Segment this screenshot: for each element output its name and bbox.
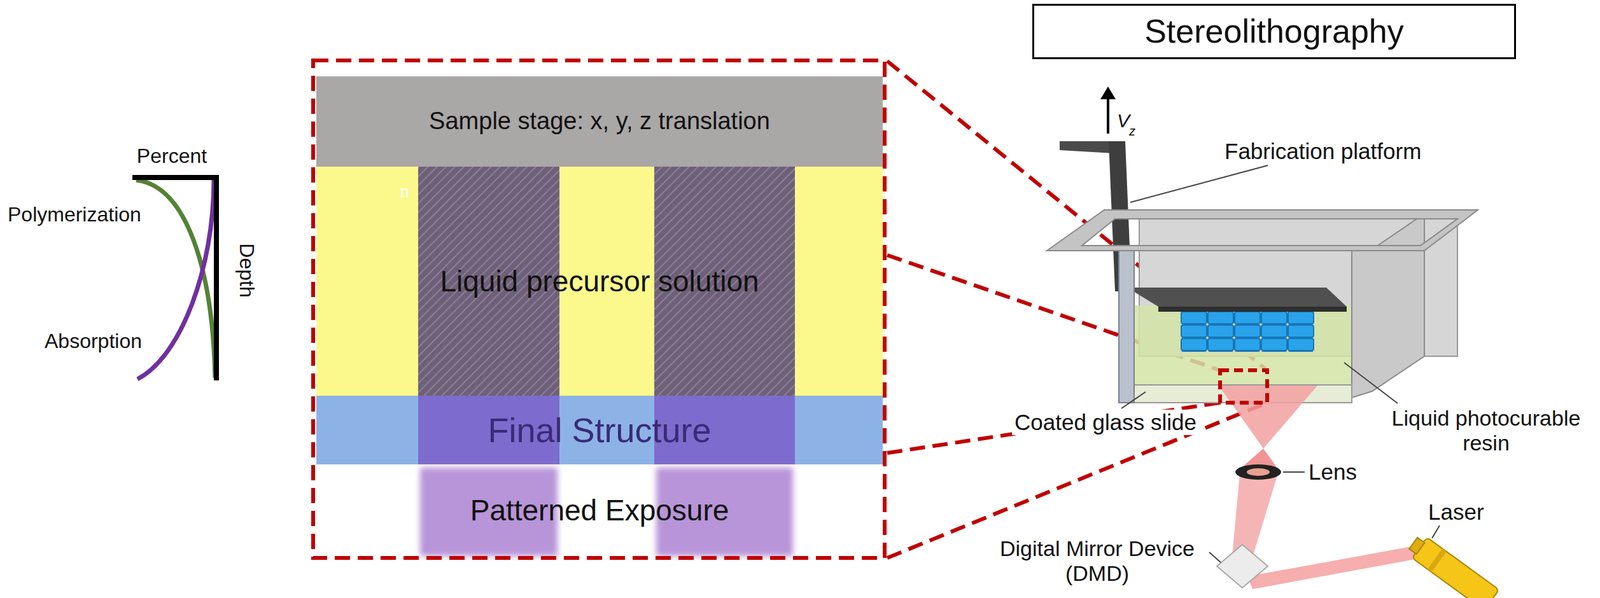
part-label: Coated glass slide [1011,409,1200,436]
band-label: Liquid precursor solution [439,264,759,299]
laser-band [1427,548,1447,573]
leader-line [1121,392,1146,409]
part-label: Laser [1428,499,1485,526]
absorption-curve [137,180,214,380]
axis-label: Depth [235,243,260,298]
leader-line [1431,525,1440,539]
structure-band: Final Structure [316,395,883,465]
band-label: Final Structure [487,410,711,450]
part-label: Lens [1308,459,1357,485]
resin-fill [1134,305,1352,398]
leader-line [1209,552,1221,563]
platform-plate [1127,287,1347,307]
laser-head [1409,537,1425,555]
magnified-view [313,60,885,559]
leader-line [1130,165,1268,203]
velocity-arrow [1106,96,1110,134]
curve-label: Polymerization [7,203,142,227]
apparatus [1046,86,1499,598]
band-label: Sample stage: x, y, z translation [428,107,771,136]
mirror-device [1216,544,1268,589]
zoom-source-box [1220,370,1268,403]
laser-beam [1247,544,1430,590]
curve-label: Absorption [44,329,142,354]
part-label: Digital Mirror Device (DMD) [976,536,1219,587]
velocity-label: V [1116,110,1130,133]
polymerization-curve [136,180,216,379]
title-text: Stereolithography [1144,12,1404,51]
platform-edge [1158,306,1347,312]
stage-band: Sample stage: x, y, z translation [316,76,883,167]
leader-line [1283,471,1305,473]
lens [1235,464,1282,480]
leader-line [1344,362,1398,404]
resin-band [316,166,883,396]
graph-axes [132,175,219,381]
zoom-box [313,60,885,559]
printed-blocks [1180,311,1315,352]
part-label: Liquid photocurable resin [1377,406,1595,456]
zoom-line [887,402,1268,559]
axis-label: Percent [136,144,207,169]
structure-band [316,395,883,465]
zoom-line [887,402,1221,454]
resin-band: Liquid precursor solution [316,166,883,396]
depth-graph [132,175,219,381]
lens-center [1246,468,1270,477]
band-label: Patterned Exposure [470,493,730,528]
stage-band [316,76,883,167]
light-columns [420,467,793,557]
laser-body [1412,537,1500,598]
tank-left-wall [1118,249,1135,403]
tank-rim [1046,210,1478,251]
tank-right-wall [1351,213,1425,398]
exposure-band: Patterned Exposure [316,464,883,557]
title-box: Stereolithography [1032,3,1516,60]
part-label: Fabrication platform [1224,138,1422,165]
velocity-subscript: z [1129,124,1136,139]
arrowhead [1100,86,1116,100]
laser [1405,533,1499,598]
stray-letter: n [399,180,410,203]
leaders [1121,165,1440,563]
